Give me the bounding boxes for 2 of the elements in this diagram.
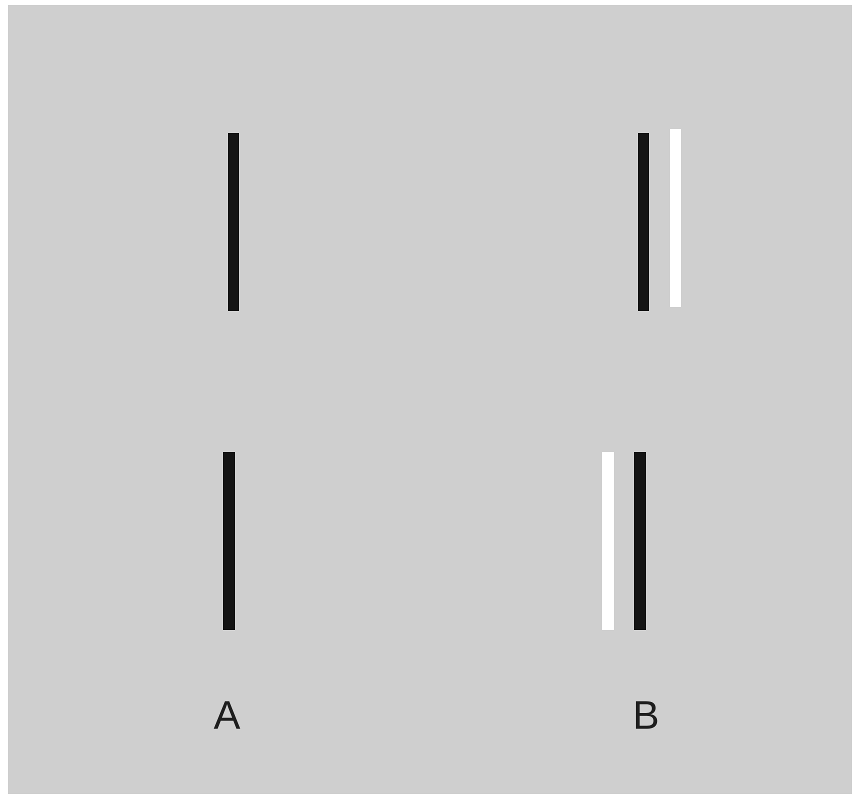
panel-label: A bbox=[214, 701, 240, 729]
panel-label: B bbox=[636, 701, 658, 729]
